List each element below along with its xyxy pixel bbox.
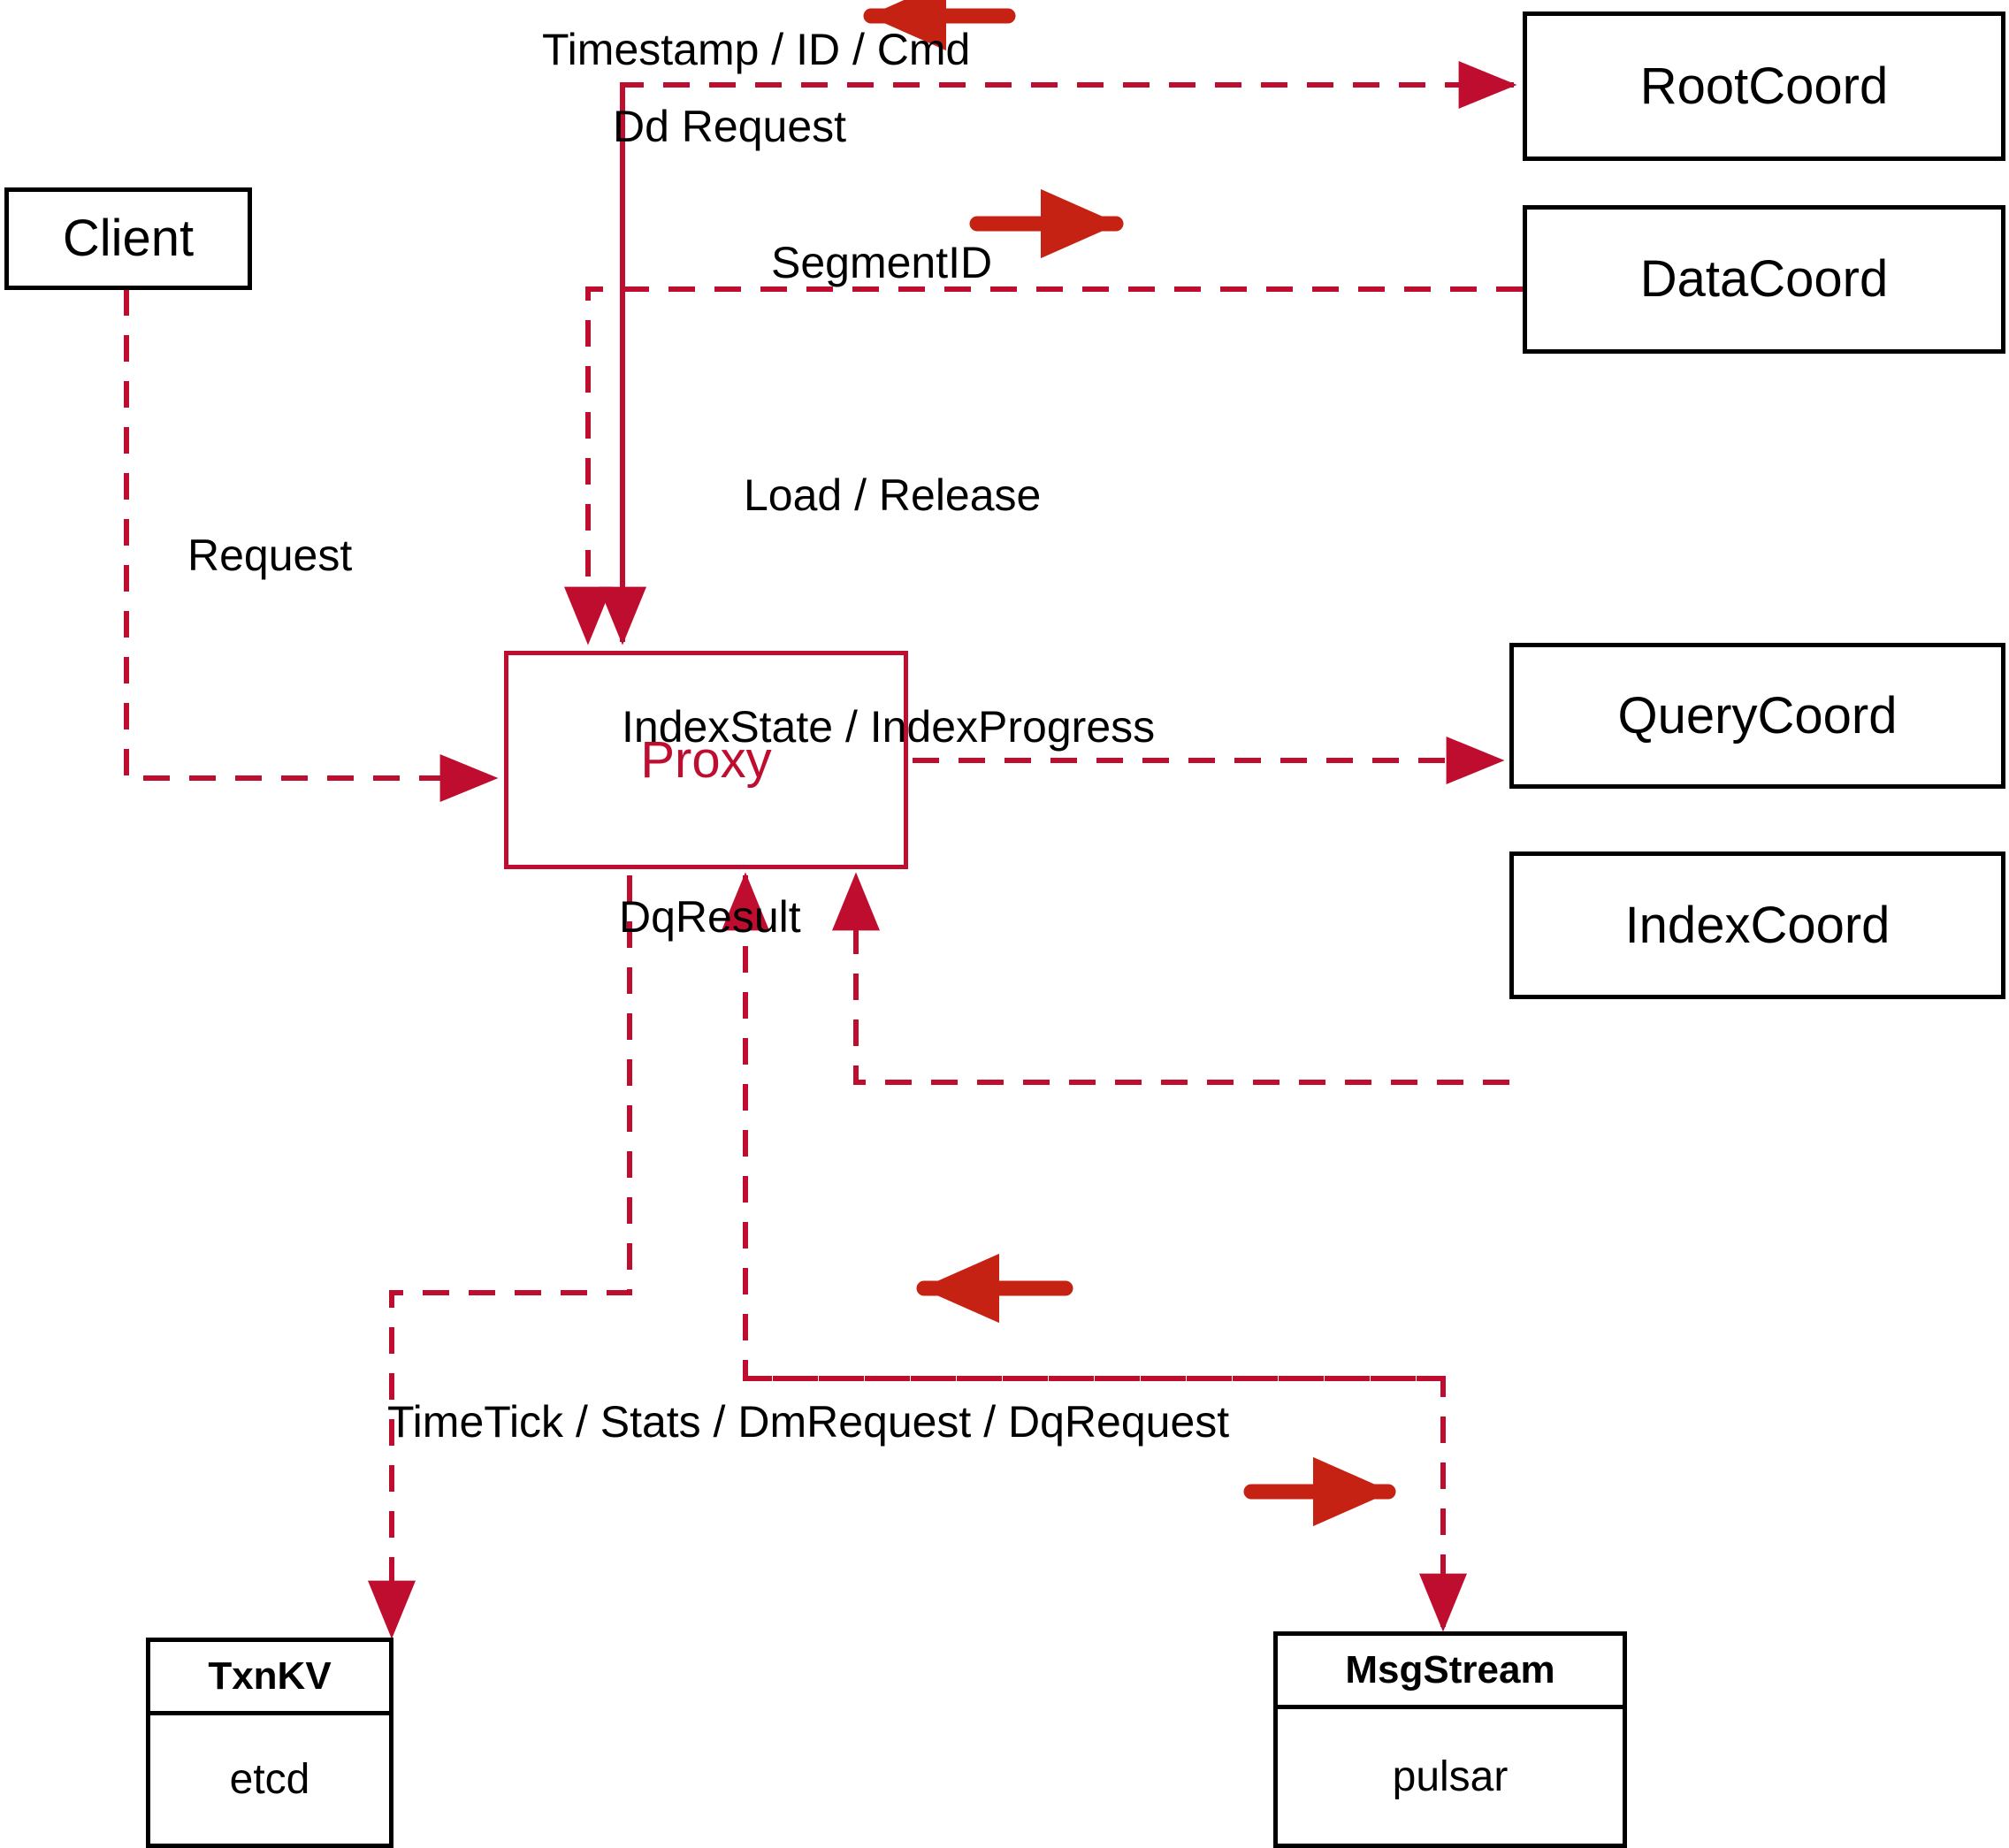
node-txnkv-body: etcd [150, 1715, 389, 1844]
node-txnkv-header-label: TxnKV [208, 1654, 332, 1698]
edge-proxy-to-msgstream [745, 1376, 1467, 1632]
edge-datacoord-to-proxy [564, 286, 1523, 645]
edge-label-index-state-progress: IndexState / IndexProgress [622, 702, 1156, 752]
node-root-coord-label: RootCoord [1639, 57, 1889, 115]
edge-label-request: Request [187, 531, 353, 580]
node-index-coord-label: IndexCoord [1624, 896, 1891, 954]
node-data-coord-label: DataCoord [1639, 250, 1889, 308]
edge-msgstream-to-proxy [722, 872, 1443, 1381]
node-data-coord[interactable]: DataCoord [1523, 205, 2005, 354]
edge-client-to-proxy [124, 289, 499, 802]
node-query-coord[interactable]: QueryCoord [1509, 643, 2005, 789]
node-msgstream-header-label: MsgStream [1345, 1648, 1555, 1691]
node-proxy-label: Proxy [640, 730, 772, 789]
node-msgstream-body-label: pulsar [1392, 1753, 1509, 1800]
edge-label-load-release: Load / Release [744, 470, 1042, 520]
edge-label-timestamp-id-cmd: Timestamp / ID / Cmd [542, 25, 971, 74]
node-proxy[interactable]: Proxy [504, 651, 908, 869]
edge-label-dd-request: Dd Request [613, 102, 847, 151]
node-query-coord-label: QueryCoord [1617, 686, 1898, 745]
edge-proxy-rootcoord-out [620, 61, 1517, 642]
edge-label-dq-result: DqResult [619, 892, 801, 942]
node-client[interactable]: Client [4, 187, 252, 290]
node-root-coord[interactable]: RootCoord [1523, 11, 2005, 161]
edge-indexcoord-to-proxy [832, 872, 1509, 1085]
edge-label-segment-id: SegmentID [771, 238, 993, 287]
node-msgstream[interactable]: MsgStream pulsar [1273, 1631, 1627, 1848]
node-msgstream-body: pulsar [1278, 1709, 1623, 1844]
node-txnkv-body-label: etcd [229, 1756, 310, 1803]
edge-label-timetick-stats-dm-dq: TimeTick / Stats / DmRequest / DqRequest [387, 1397, 1230, 1447]
node-msgstream-header: MsgStream [1278, 1636, 1623, 1709]
node-index-coord[interactable]: IndexCoord [1509, 851, 2005, 999]
node-txnkv[interactable]: TxnKV etcd [146, 1638, 393, 1848]
node-client-label: Client [62, 210, 195, 267]
edge-proxy-to-txnkv [368, 875, 632, 1639]
node-txnkv-header: TxnKV [150, 1642, 389, 1715]
